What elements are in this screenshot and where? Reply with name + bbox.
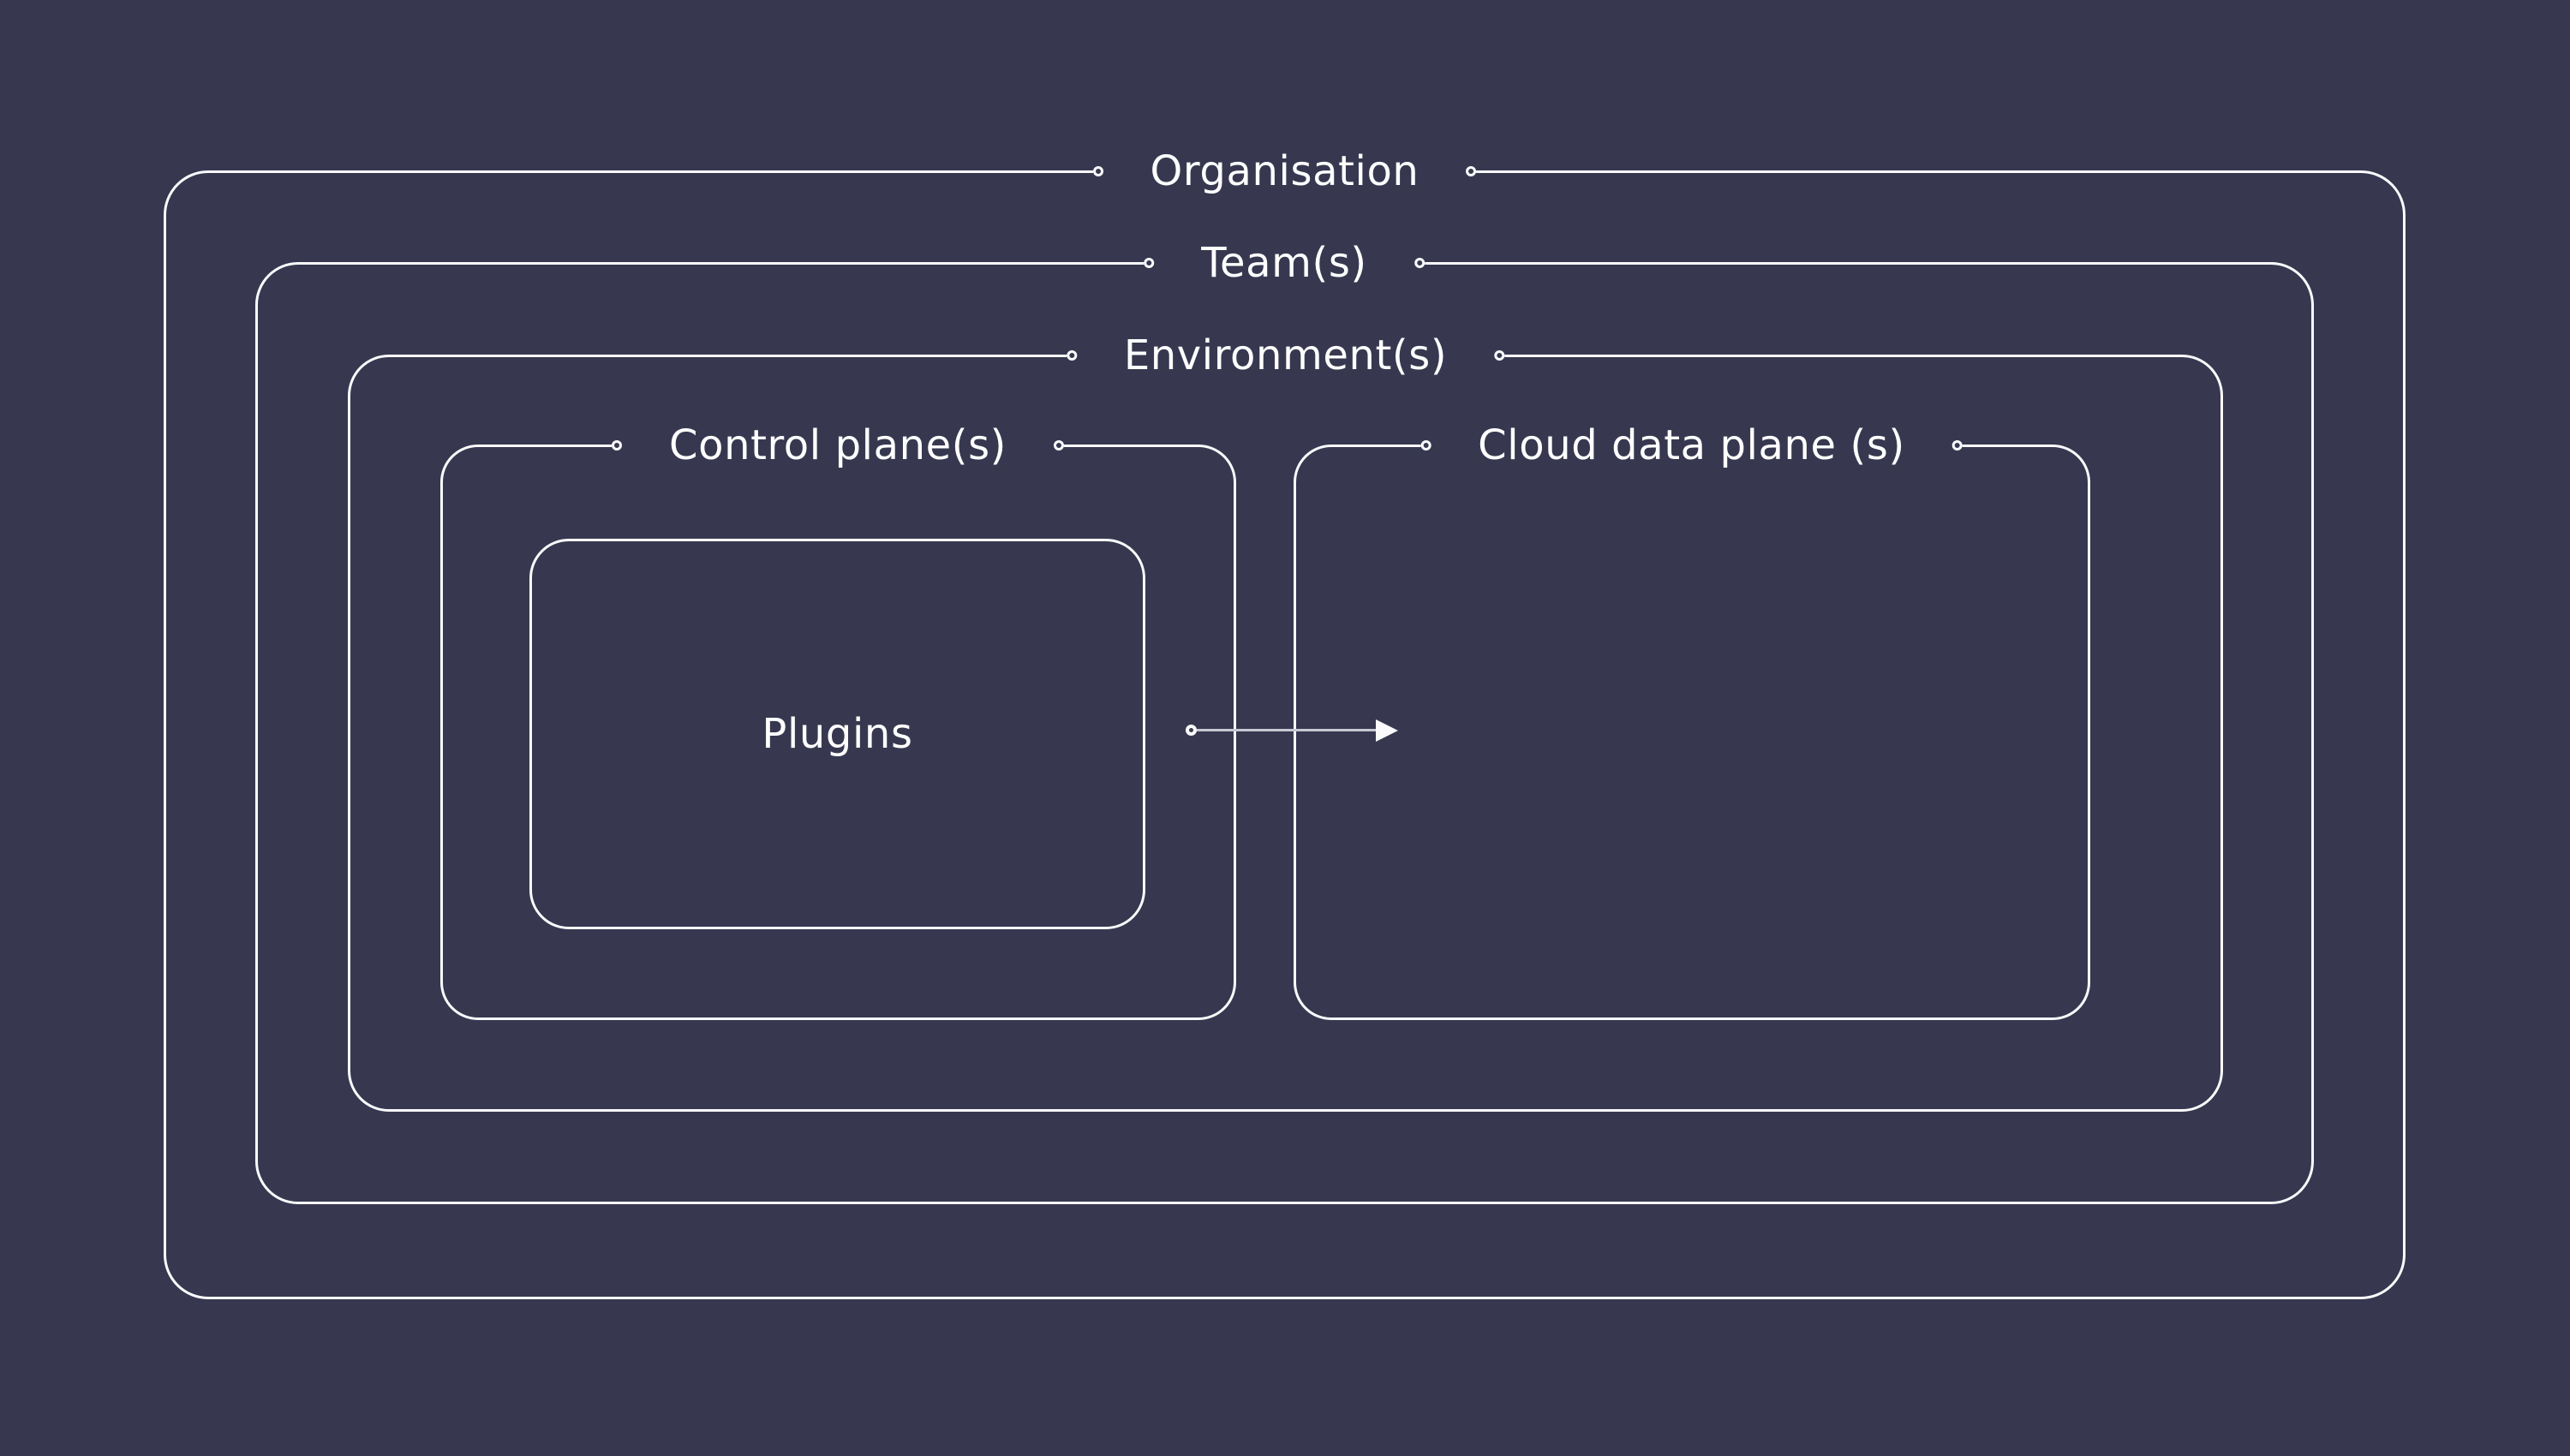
connector-dot-icon <box>1951 439 1963 451</box>
connector-dot-icon <box>1092 166 1103 177</box>
connector-dot-icon <box>1494 350 1505 361</box>
frame-organisation: Organisation Team(s) Environment(s) <box>164 140 2406 1299</box>
plugins-label: Plugins <box>762 710 913 758</box>
frame-teams: Team(s) Environment(s) Control plane(s) <box>254 231 2314 1204</box>
arrow-head-icon <box>1376 719 1398 742</box>
connector-dot-icon <box>1414 257 1425 268</box>
connector-dot-icon <box>1144 257 1155 268</box>
connector-dot-icon <box>612 439 622 451</box>
connector-dot-icon <box>1054 439 1064 451</box>
frame-control-plane: Control plane(s) Plugins <box>439 414 1236 1020</box>
frame-cloud-data-plane-label-strip: Cloud data plane (s) <box>1420 414 1963 476</box>
environments-label: Environment(s) <box>1123 331 1448 380</box>
frame-environments: Environment(s) Control plane(s) Plugins <box>348 325 2223 1112</box>
organisation-label: Organisation <box>1150 147 1419 196</box>
frame-environments-label-strip: Environment(s) <box>1066 325 1505 387</box>
control-plane-label: Control plane(s) <box>669 421 1007 469</box>
arrow-shaft <box>1197 729 1376 731</box>
connector-dot-icon <box>1466 166 1477 177</box>
teams-label: Team(s) <box>1201 238 1367 287</box>
connector-dot-icon <box>1066 350 1077 361</box>
connector-dot-icon <box>1186 725 1197 736</box>
frame-organisation-label-strip: Organisation <box>1092 140 1477 203</box>
frame-teams-label-strip: Team(s) <box>1144 231 1425 294</box>
cloud-data-plane-label: Cloud data plane (s) <box>1478 421 1905 469</box>
frame-control-plane-label-strip: Control plane(s) <box>612 414 1064 476</box>
plugins-to-cloud-arrow <box>1186 719 1398 742</box>
frame-plugins: Plugins <box>529 539 1145 929</box>
frame-cloud-data-plane: Cloud data plane (s) <box>1293 414 2090 1020</box>
connector-dot-icon <box>1420 439 1431 451</box>
